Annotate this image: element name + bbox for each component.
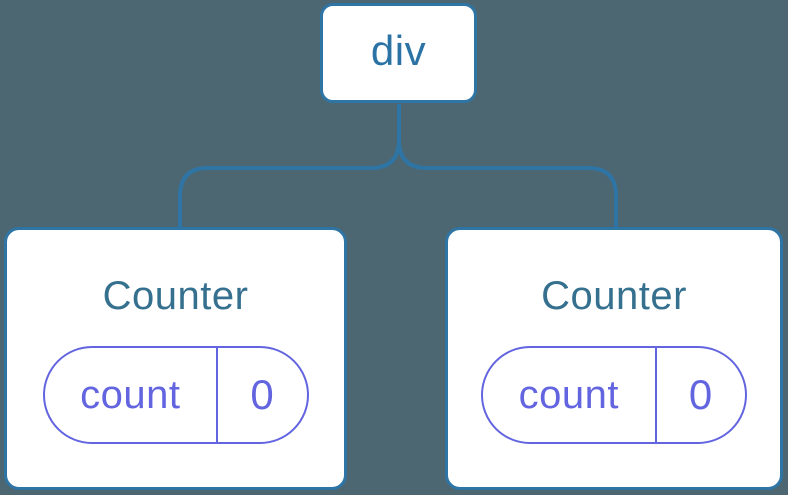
state-pill: count 0 — [481, 346, 747, 444]
root-node-div: div — [320, 3, 477, 103]
component-title: Counter — [102, 274, 249, 318]
counter-card-left: Counter count 0 — [4, 227, 347, 490]
state-key-label: count — [80, 373, 181, 417]
state-key-cell: count — [45, 348, 219, 442]
state-key-cell: count — [483, 348, 657, 442]
state-value-label: 0 — [250, 371, 275, 418]
state-pill: count 0 — [42, 346, 309, 444]
connector-left-branch — [178, 104, 401, 229]
state-value-cell: 0 — [218, 348, 306, 442]
state-key-label: count — [518, 373, 619, 417]
component-title: Counter — [541, 274, 687, 318]
state-value-cell: 0 — [657, 348, 745, 442]
counter-card-right: Counter count 0 — [445, 227, 783, 490]
connector-right-branch — [397, 104, 618, 229]
root-node-label: div — [370, 27, 427, 74]
state-value-label: 0 — [688, 371, 713, 418]
